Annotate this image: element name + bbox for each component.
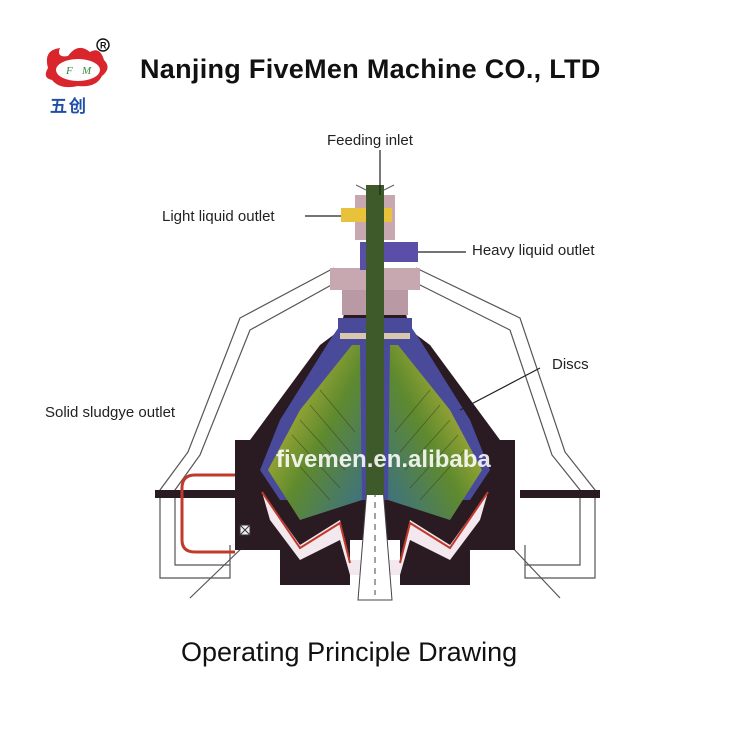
label-discs: Discs xyxy=(552,356,589,373)
svg-text:R: R xyxy=(100,41,107,51)
leader-lines xyxy=(305,150,541,411)
diagram-caption: Operating Principle Drawing xyxy=(181,637,518,667)
discs-left xyxy=(268,345,362,520)
company-name: Nanjing FiveMen Machine CO., LTD xyxy=(140,54,601,84)
label-light-liquid-outlet: Light liquid outlet xyxy=(162,208,275,225)
watermark: fivemen.en.alibaba xyxy=(276,446,491,473)
company-logo: F M R xyxy=(38,38,118,118)
logo-chinese-name: 五创 xyxy=(50,97,88,117)
label-heavy-liquid-outlet: Heavy liquid outlet xyxy=(472,242,595,259)
fm-logo-icon: F M R xyxy=(45,38,110,88)
discs-right xyxy=(388,345,482,520)
svg-text:F: F xyxy=(65,65,73,77)
svg-text:M: M xyxy=(81,65,92,77)
label-feeding-inlet: Feeding inlet xyxy=(327,132,413,149)
label-solid-sludge-outlet: Solid sludgye outlet xyxy=(45,404,176,421)
